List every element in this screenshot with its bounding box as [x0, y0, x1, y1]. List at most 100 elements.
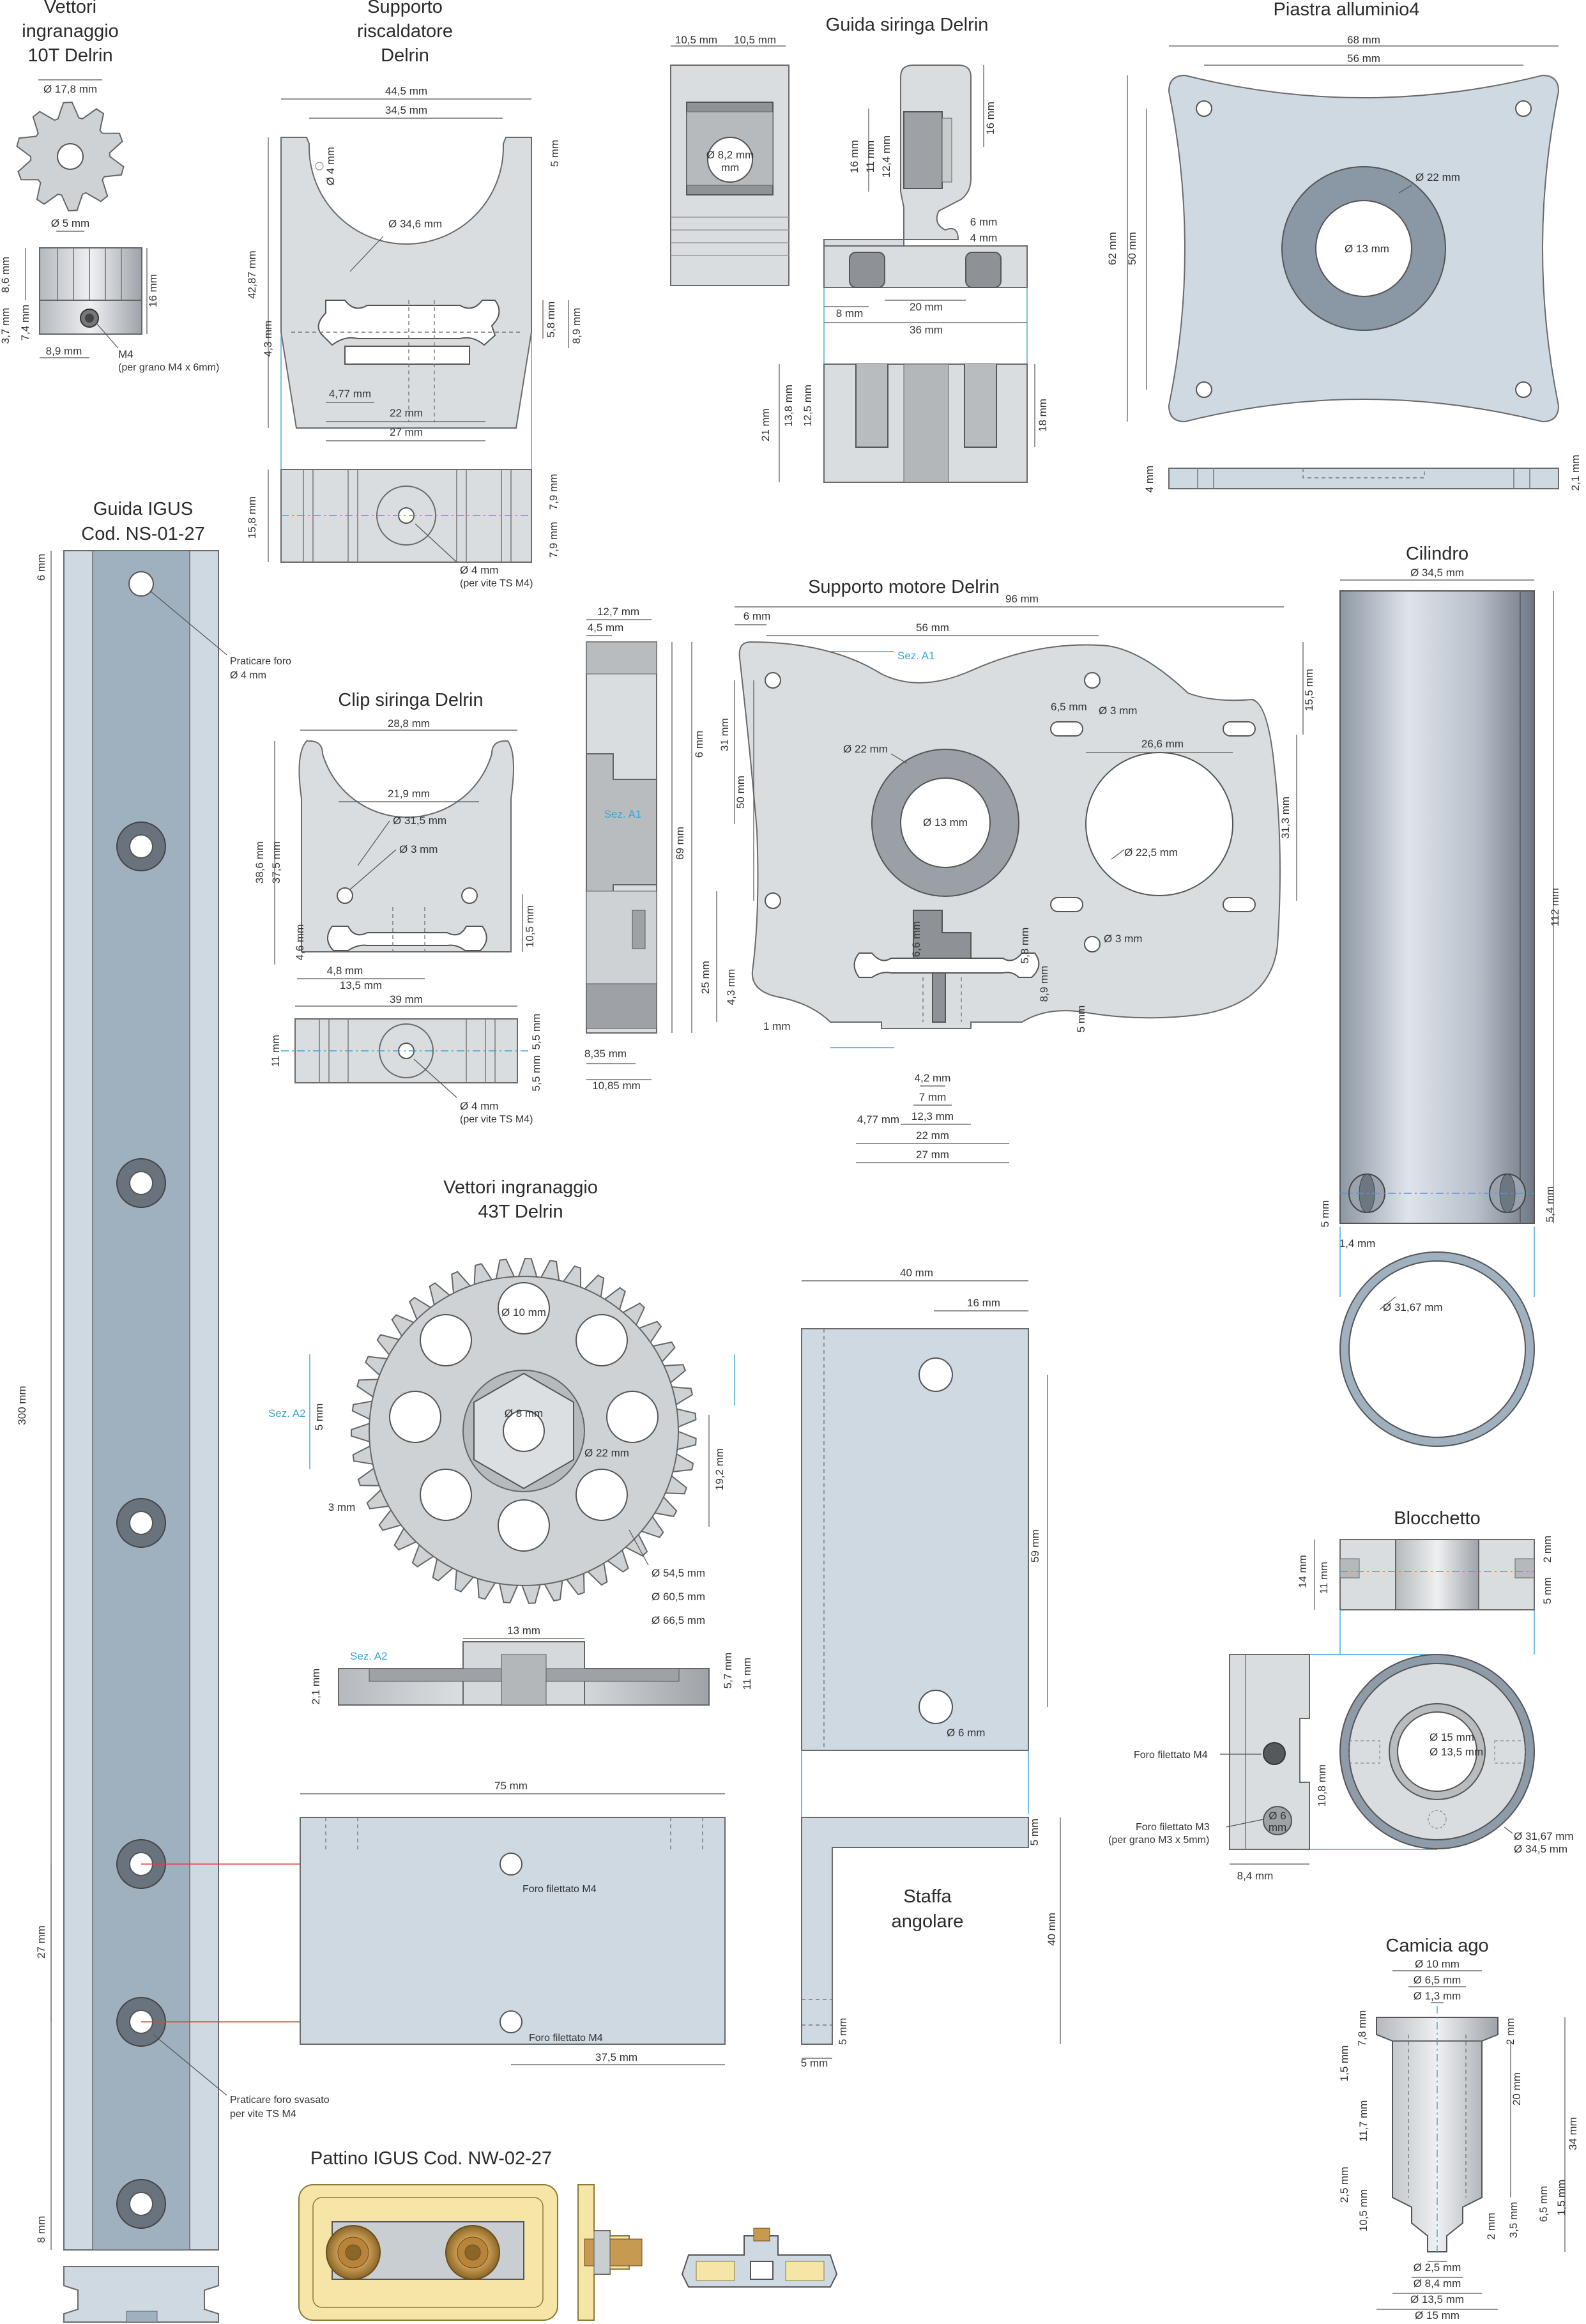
- rail-bottom-offset: 8 mm: [35, 2216, 47, 2244]
- slider-end-view: [681, 2228, 838, 2288]
- motor-side-835: 8,35 mm: [584, 1048, 627, 1060]
- motor-h313: 31,3 mm: [1279, 797, 1292, 839]
- gear10-title-line3: 10T Delrin: [27, 45, 112, 66]
- clip-d3: Ø 3 mm: [399, 843, 438, 855]
- motor-side-w45: 4,5 mm: [588, 622, 624, 634]
- heater-d1: 5,8 mm: [545, 302, 557, 338]
- needle-d84: Ø 8,4 mm: [1414, 2277, 1461, 2290]
- heater-hole: Ø 4 mm: [324, 147, 337, 185]
- sg-w8: 8 mm: [836, 307, 864, 319]
- gear43-h192: 19,2 mm: [713, 1448, 726, 1490]
- clip-d315: Ø 31,5 mm: [393, 814, 446, 827]
- plate-t4: 4 mm: [1143, 466, 1155, 493]
- gear43-lightening-holes: [389, 1282, 659, 1552]
- rail-pitch: 27 mm: [35, 1925, 47, 1959]
- syringe-guide-drawing: Guida siringa Delrin 10,5 mm 10,5 mm Ø 8…: [670, 15, 1049, 483]
- needle-h15b: 1,5 mm: [1555, 2180, 1567, 2216]
- needle-title: Camicia ago: [1385, 1936, 1488, 1956]
- clip-w219: 21,9 mm: [388, 788, 430, 800]
- cylinder-side-view: [1339, 590, 1535, 1224]
- gear10-h3: 3,7 mm: [0, 308, 11, 344]
- motor-w22: 22 mm: [916, 1129, 949, 1142]
- rail-title-line2: Cod. NS-01-27: [81, 524, 204, 544]
- block-d6-unit: mm: [1269, 1821, 1286, 1833]
- block-h108: 10,8 mm: [1316, 1764, 1328, 1807]
- motor-title: Supporto motore Delrin: [808, 577, 1000, 597]
- heater-w-total: 44,5 mm: [385, 85, 427, 97]
- block-d3167: Ø 31,67 mm: [1514, 1830, 1574, 1842]
- sg-w36: 36 mm: [910, 324, 943, 336]
- needle-h65: 6,5 mm: [1537, 2186, 1550, 2222]
- block-d345: Ø 34,5 mm: [1514, 1843, 1567, 1855]
- gear43-title-line2: 43T Delrin: [478, 1202, 563, 1222]
- plate-t21: 2,1 mm: [1569, 455, 1582, 491]
- motor-d3b: Ø 3 mm: [1104, 933, 1142, 945]
- motor-w65: 6,5 mm: [1051, 701, 1087, 713]
- needle-h34: 34 mm: [1567, 2117, 1579, 2150]
- rail-drill-note: Praticare foro: [230, 656, 291, 667]
- heater-title-line3: Delrin: [381, 45, 429, 66]
- clip-w48: 4,8 mm: [327, 965, 363, 977]
- syringe-clip-drawing: Clip siringa Delrin 28,8 mm 21,9 mm Ø 31…: [254, 690, 542, 1125]
- gear10-title-line1: Vettori: [44, 0, 96, 17]
- bracket-h5b: 5 mm: [837, 2018, 849, 2045]
- gear43-h11: 11 mm: [741, 1658, 753, 1690]
- cylinder-h5: 5 mm: [1319, 1200, 1331, 1228]
- gear43-section-a2-view: Sez. A2: [350, 1650, 388, 1662]
- block-h11: 11 mm: [1318, 1562, 1330, 1594]
- clip-h386: 38,6 mm: [254, 841, 266, 883]
- block-d15: Ø 15 mm: [1430, 1731, 1474, 1743]
- clip-screw: Ø 4 mm: [460, 1100, 498, 1112]
- clip-h375: 37,5 mm: [270, 841, 282, 883]
- needle-h105: 10,5 mm: [1357, 2189, 1369, 2231]
- rail-csk-screw: per vite TS M4: [230, 2109, 296, 2120]
- rail-holes: [116, 571, 166, 2229]
- plate-d22: Ø 22 mm: [1415, 171, 1460, 183]
- bracket-title-line1: Staffa: [903, 1886, 952, 1907]
- gear43-d8: Ø 8 mm: [505, 1407, 543, 1419]
- motor-section-a1: Sez. A1: [897, 650, 935, 662]
- rail-length: 300 mm: [16, 1386, 28, 1425]
- clip-h11: 11 mm: [270, 1035, 282, 1067]
- bracket-w40: 40 mm: [900, 1267, 933, 1279]
- motor-side-w127: 12,7 mm: [597, 606, 639, 618]
- heater-s1: 4,77 mm: [329, 388, 371, 400]
- rail-top-offset: 6 mm: [35, 554, 47, 581]
- heater-support-drawing: Supporto riscaldatore Delrin 44,5 mm 34,…: [246, 0, 583, 589]
- heater-screw: Ø 4 mm: [460, 564, 498, 576]
- rail-profile: [63, 2266, 219, 2323]
- bracket-d6: Ø 6 mm: [947, 1727, 985, 1739]
- needle-h117: 11,7 mm: [1357, 2100, 1369, 2142]
- cylinder-d345: Ø 34,5 mm: [1410, 567, 1464, 579]
- rail-csk-note: Praticare foro svasato: [230, 2095, 330, 2106]
- block-tap-m3: Foro filettato M3: [1136, 1822, 1210, 1833]
- gear10-d-bore: Ø 5 mm: [51, 217, 89, 229]
- svg-text:mm: mm: [721, 162, 739, 174]
- motor-w123: 12,3 mm: [911, 1110, 954, 1122]
- cylinder-h112: 112 mm: [1549, 888, 1561, 926]
- motor-w7: 7 mm: [919, 1091, 947, 1103]
- motor-w96: 96 mm: [1005, 593, 1039, 605]
- plate-h62: 62 mm: [1106, 232, 1118, 265]
- motor-support-drawing: Supporto motore Delrin 96 mm 6 mm 56 mm …: [584, 577, 1315, 1163]
- bracket-tap1: Foro filettato M4: [522, 1884, 597, 1895]
- cylinder-d3167: Ø 31,67 mm: [1383, 1301, 1443, 1313]
- bracket-h40: 40 mm: [1046, 1913, 1058, 1946]
- needle-d10: Ø 10 mm: [1415, 1958, 1460, 1970]
- heater-s2: 22 mm: [390, 407, 423, 419]
- gear10-h2: 16 mm: [147, 274, 159, 307]
- sg-bore: Ø 8,2 mm: [706, 149, 754, 161]
- needle-h78: 7,8 mm: [1356, 2010, 1368, 2047]
- motor-w1: 1 mm: [763, 1020, 791, 1032]
- motor-w27: 27 mm: [916, 1149, 949, 1161]
- clip-h105: 10,5 mm: [524, 905, 536, 947]
- bracket-title-line2: angolare: [892, 1911, 964, 1932]
- heater-front-view: [280, 137, 532, 429]
- gear43-h5: 5 mm: [313, 1403, 325, 1431]
- gear10-h1: 8,6 mm: [0, 257, 11, 293]
- needle-h35: 3,5 mm: [1507, 2202, 1520, 2238]
- gear43-d10: Ø 10 mm: [501, 1306, 546, 1319]
- heater-gap: 5 mm: [549, 140, 561, 167]
- gear-43t-drawing: Vettori ingranaggio 43T Delrin Ø 10 mm Ø…: [268, 1177, 753, 1706]
- gear43-w13: 13 mm: [507, 1625, 540, 1637]
